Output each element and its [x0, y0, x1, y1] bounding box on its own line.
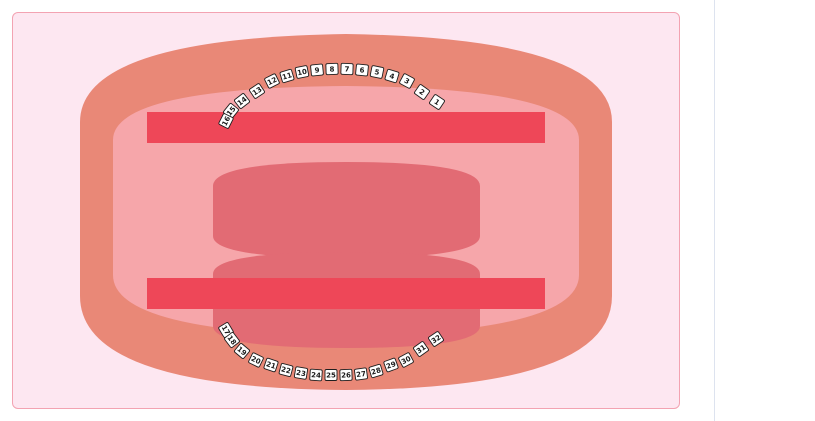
lower-tooth-30[interactable]: 30	[398, 352, 414, 368]
tooth-number: 4	[388, 72, 395, 81]
upper-arch-bar	[147, 112, 545, 143]
upper-tooth-4[interactable]: 4	[384, 68, 400, 84]
tooth-box	[429, 94, 445, 110]
tooth-box	[354, 367, 368, 381]
upper-tooth-8[interactable]: 8	[325, 62, 339, 76]
tooth-box	[249, 83, 265, 99]
upper-tooth-2[interactable]: 2	[414, 84, 430, 100]
tooth-number: 27	[356, 370, 367, 379]
tooth-box	[248, 352, 264, 368]
lower-tooth-25[interactable]: 25	[324, 369, 338, 381]
tooth-box	[324, 369, 338, 381]
lower-tooth-24[interactable]: 24	[309, 368, 323, 382]
upper-tooth-7[interactable]: 7	[340, 62, 354, 76]
tooth-box	[398, 352, 414, 368]
tooth-box	[399, 73, 415, 89]
tooth-number: 11	[281, 71, 293, 81]
tooth-number: 2	[417, 88, 426, 97]
lower-tooth-29[interactable]: 29	[383, 357, 399, 373]
tooth-number: 21	[265, 360, 277, 371]
tooth-box	[355, 63, 369, 77]
lower-tooth-28[interactable]: 28	[368, 363, 384, 379]
tooth-number: 20	[250, 355, 262, 366]
lower-tooth-23[interactable]: 23	[293, 366, 309, 380]
tooth-number: 5	[374, 68, 380, 77]
tooth-box	[428, 331, 444, 347]
tooth-box	[218, 113, 234, 129]
tooth-number: 28	[370, 366, 382, 376]
tooth-number: 29	[385, 360, 397, 371]
upper-tooth-5[interactable]: 5	[369, 65, 385, 79]
tooth-box	[234, 343, 250, 359]
lower-tooth-27[interactable]: 27	[354, 367, 368, 381]
lower-tooth-22[interactable]: 22	[278, 363, 294, 377]
upper-tooth-13[interactable]: 13	[249, 83, 265, 99]
tooth-box	[278, 363, 294, 377]
lower-tooth-26[interactable]: 26	[339, 368, 353, 382]
lower-tooth-19[interactable]: 19	[234, 343, 250, 359]
tooth-number: 9	[314, 66, 320, 74]
tooth-number: 16	[221, 115, 233, 127]
tooth-box	[234, 93, 250, 109]
upper-tooth-3[interactable]: 3	[399, 73, 415, 89]
lower-arch-bar	[147, 278, 545, 309]
tooth-number: 10	[297, 68, 308, 78]
tooth-box	[414, 84, 430, 100]
tooth-number: 24	[311, 371, 321, 380]
tooth-box	[309, 368, 323, 382]
tooth-number: 6	[359, 66, 365, 74]
lower-tooth-21[interactable]: 21	[263, 357, 279, 373]
tooth-box	[384, 68, 400, 84]
upper-tooth-14[interactable]: 14	[234, 93, 250, 109]
tooth-box	[310, 63, 324, 77]
tooth-number: 26	[341, 371, 351, 379]
tooth-number: 30	[400, 355, 412, 367]
tooth-number: 12	[266, 76, 278, 88]
tooth-box	[224, 332, 240, 348]
lower-tooth-18[interactable]: 18	[224, 332, 240, 348]
lower-tooth-32[interactable]: 32	[428, 331, 444, 347]
upper-tooth-11[interactable]: 11	[279, 68, 295, 84]
tooth-number: 1	[432, 98, 441, 107]
tooth-number: 17	[220, 324, 232, 337]
upper-tooth-1[interactable]: 1	[429, 94, 445, 110]
tooth-box	[368, 363, 384, 379]
tongue-upper	[213, 162, 480, 258]
upper-tooth-16[interactable]: 16	[218, 113, 234, 129]
upper-tooth-12[interactable]: 12	[264, 73, 280, 89]
tooth-box	[339, 368, 353, 382]
right-divider	[714, 0, 715, 421]
tooth-number: 23	[295, 369, 306, 379]
tooth-box	[294, 65, 310, 79]
tooth-box	[279, 68, 295, 84]
tooth-number: 22	[280, 365, 292, 375]
tooth-box	[369, 65, 385, 79]
tooth-box	[413, 341, 429, 357]
tooth-box	[340, 62, 354, 76]
tooth-number: 7	[344, 65, 349, 73]
tooth-box	[264, 73, 280, 89]
tooth-number: 25	[326, 372, 336, 380]
upper-tooth-10[interactable]: 10	[294, 65, 310, 79]
upper-tooth-6[interactable]: 6	[355, 63, 369, 77]
lower-tooth-31[interactable]: 31	[413, 341, 429, 357]
upper-tooth-9[interactable]: 9	[310, 63, 324, 77]
tooth-box	[325, 62, 339, 76]
tooth-box	[383, 357, 399, 373]
tooth-number: 3	[403, 77, 411, 86]
tooth-box	[263, 357, 279, 373]
lower-tooth-20[interactable]: 20	[248, 352, 264, 368]
tooth-number: 8	[329, 65, 334, 73]
tooth-box	[293, 366, 309, 380]
